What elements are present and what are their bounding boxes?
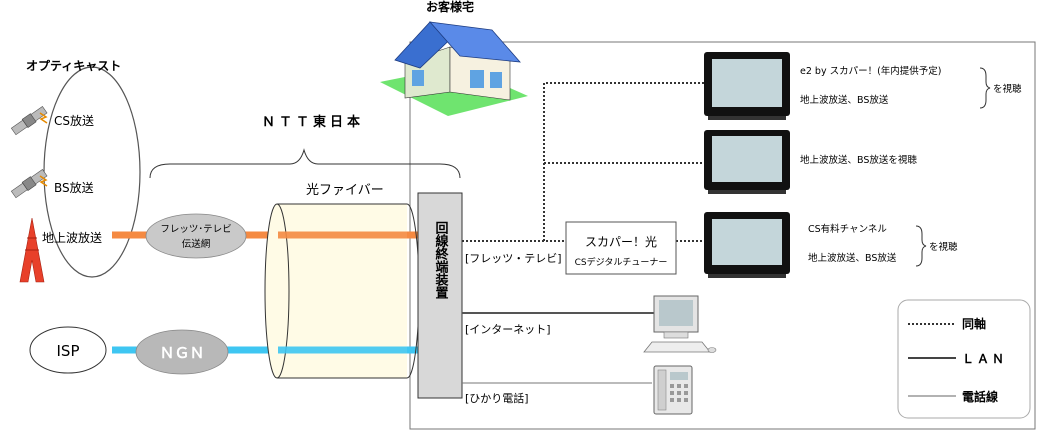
port-hikari-phone-label: [ひかり電話] xyxy=(465,391,529,405)
onu-box xyxy=(417,192,463,399)
ngn-node xyxy=(135,329,229,375)
ntt-brace xyxy=(149,148,461,179)
ntt-east-label: ＮＴＴ東日本 xyxy=(262,114,364,130)
flets-tv-network-line1: フレッツ･テレビ xyxy=(160,224,231,235)
tv3-watch: を視聴 xyxy=(929,241,958,253)
tuner-box xyxy=(565,221,677,275)
legend-phone-label: 電話線 xyxy=(962,389,998,404)
tuner-line2: CSデジタルチューナー xyxy=(575,256,668,268)
tv-icon xyxy=(704,212,790,278)
fiber-label: 光ファイバー xyxy=(306,183,384,198)
tv1-watch: を視聴 xyxy=(993,83,1022,95)
isp-node xyxy=(29,326,107,374)
tv1-line2: 地上波放送、BS放送 xyxy=(800,94,889,106)
flets-tv-network-line2: 伝送網 xyxy=(182,238,211,250)
legend-coax-label: 同軸 xyxy=(962,316,986,331)
tv3-line1: CS有料チャンネル xyxy=(808,223,887,235)
ngn-label: ＮＧＮ xyxy=(159,344,204,362)
fiber-cylinder xyxy=(264,203,420,379)
onu-label: 回線終端装置 xyxy=(433,221,450,299)
tv3-brace xyxy=(915,225,927,267)
terrestrial-label: 地上波放送 xyxy=(42,230,102,245)
telephone-icon xyxy=(653,365,693,415)
flets-tv-network xyxy=(145,213,247,259)
cs-broadcast-label: CS放送 xyxy=(54,113,94,128)
tuner-line1: スカパー！光 xyxy=(585,235,657,249)
customer-home-title: お客様宅 xyxy=(426,0,474,14)
tv1-line1: e2 by スカパー！(年内提供予定) xyxy=(800,65,942,77)
bs-broadcast-label: BS放送 xyxy=(54,180,94,195)
broadcast-ellipse xyxy=(43,66,141,278)
tv-icon xyxy=(704,130,790,194)
satellite-icon xyxy=(10,168,48,199)
legend-box xyxy=(897,299,1031,419)
tv3-line2: 地上波放送、BS放送 xyxy=(808,252,897,264)
isp-label: ISP xyxy=(57,342,80,360)
port-internet-label: [インターネット] xyxy=(465,323,551,336)
port-flets-tv-label: [フレッツ・テレビ] xyxy=(465,252,562,265)
tv-icon xyxy=(704,52,790,120)
tv2-line1: 地上波放送、BS放送を視聴 xyxy=(800,154,917,166)
tv1-brace xyxy=(979,67,991,109)
house-icon xyxy=(380,21,528,116)
satellite-icon xyxy=(10,105,48,136)
coax-lines xyxy=(462,82,704,242)
legend-lan-label: ＬＡＮ xyxy=(962,352,1007,366)
optical-cast-label: オプティキャスト xyxy=(26,58,121,73)
computer-icon xyxy=(643,295,717,353)
tower-icon xyxy=(19,217,45,283)
